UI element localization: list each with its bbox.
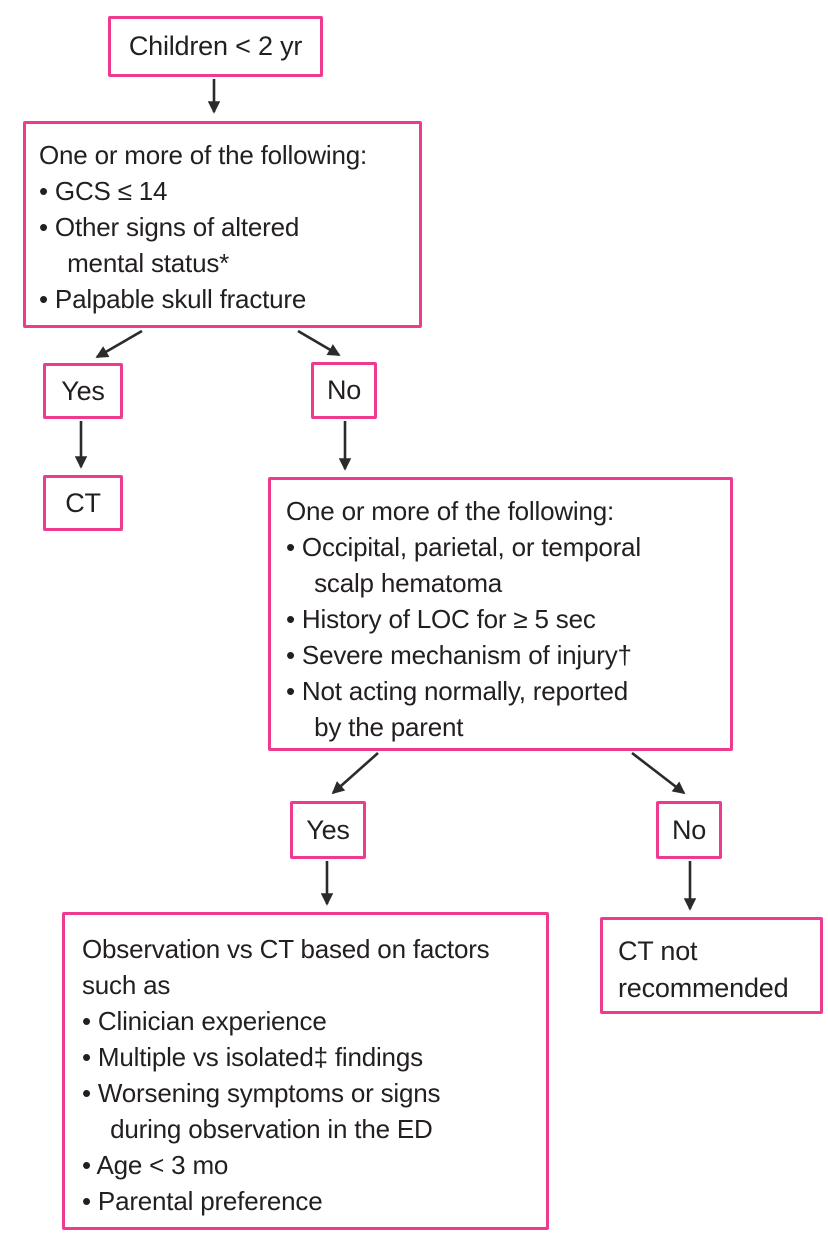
text-line: • Severe mechanism of injury† [286,640,632,670]
node-children-under-2yr: Children < 2 yr [108,16,323,77]
node-ct: CT [43,475,123,531]
text-line: • Palpable skull fracture [39,284,307,314]
text-line: • History of LOC for ≥ 5 sec [286,604,596,634]
text-line: • Parental preference [82,1186,323,1216]
node-criteria-high-risk: One or more of the following: • GCS ≤ 14 •… [23,121,422,328]
node-yes-2: Yes [290,801,366,859]
text-line: mental status* [39,248,230,278]
text-line: • Not acting normally, reported [286,676,629,706]
text-line: CT not [618,936,698,966]
arrow-criteria1-to-no1 [297,329,341,357]
node-label: No [326,375,362,405]
node-label: Yes [306,814,350,845]
arrow-criteria1-to-yes1 [95,329,143,359]
node-label: No [671,814,707,845]
node-label: CT [65,487,101,518]
node-no-2: No [656,801,722,859]
text-line: • Worsening symptoms or signs [82,1078,441,1108]
node-criteria-intermediate-risk: One or more of the following: • Occipital… [268,477,733,751]
node-observation-vs-ct: Observation vs CT based on factors such a… [62,912,549,1230]
text-line: One or more of the following: [286,496,615,526]
text-line: • Multiple vs isolated‡ findings [82,1042,423,1072]
text-line: scalp hematoma [286,568,503,598]
text-line: • Clinician experience [82,1006,327,1036]
node-ct-not-recommended: CT not recommended [600,917,823,1014]
text-line: Observation vs CT based on factors [82,934,490,964]
text-line: during observation in the ED [82,1114,433,1144]
node-yes-1: Yes [43,363,123,419]
arrow-criteria2-to-yes2 [331,752,379,795]
text-line: • Other signs of altered [39,212,300,242]
node-no-1: No [311,362,377,419]
text-line: recommended [618,973,789,1003]
text-line: One or more of the following: [39,140,368,170]
text-line: by the parent [286,712,464,742]
node-label: Children < 2 yr [128,31,303,61]
text-line: such as [82,970,171,1000]
text-line: • GCS ≤ 14 [39,176,168,206]
arrow-criteria2-to-no2 [631,751,686,795]
node-label: Yes [61,375,105,406]
text-line: • Age < 3 mo [82,1150,229,1180]
text-line: • Occipital, parietal, or temporal [286,532,641,562]
